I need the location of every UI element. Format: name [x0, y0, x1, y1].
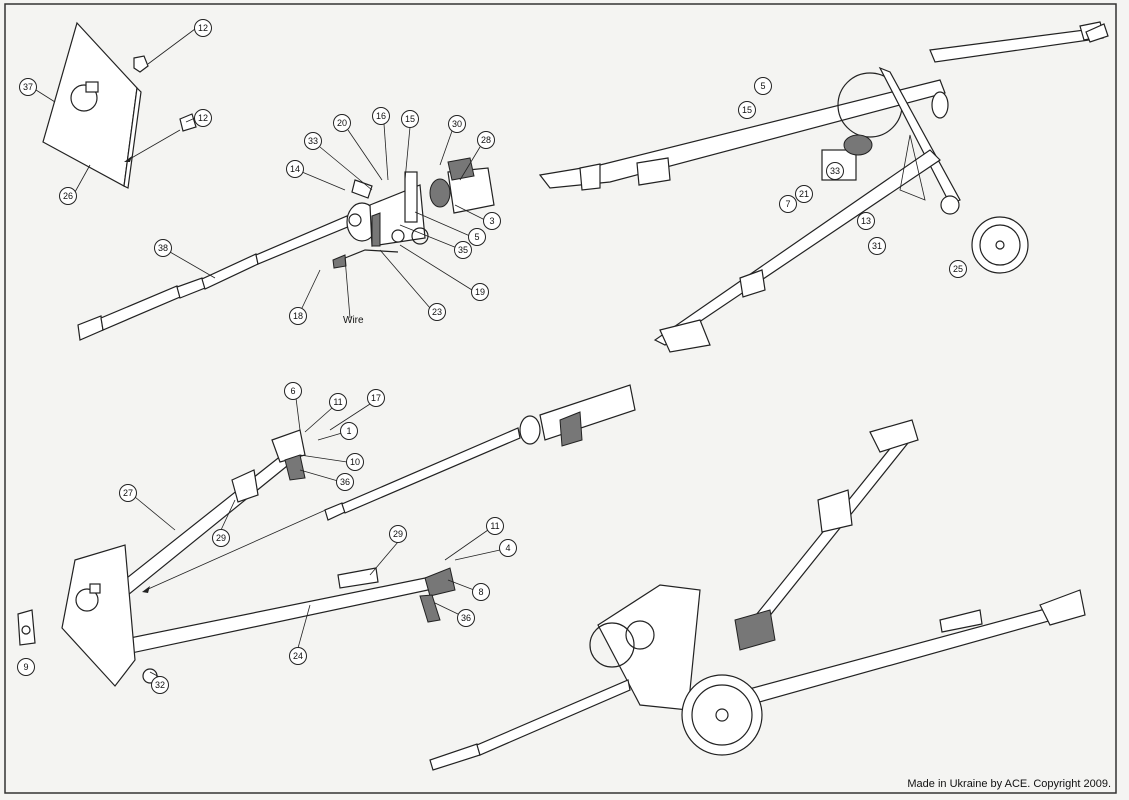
callout-26: 26 [59, 187, 77, 205]
callout-16: 16 [372, 107, 390, 125]
callout-36: 36 [336, 473, 354, 491]
callout-3: 3 [483, 212, 501, 230]
callout-15: 15 [738, 101, 756, 119]
callout-33: 33 [826, 162, 844, 180]
callout-37: 37 [19, 78, 37, 96]
callout-23: 23 [428, 303, 446, 321]
callout-36: 36 [457, 609, 475, 627]
leader-lines [35, 28, 486, 319]
callout-14: 14 [286, 160, 304, 178]
callout-20: 20 [333, 114, 351, 132]
callout-30: 30 [448, 115, 466, 133]
callout-28: 28 [477, 131, 495, 149]
callout-12: 12 [194, 109, 212, 127]
callout-9: 9 [17, 658, 35, 676]
callout-5: 5 [468, 228, 486, 246]
callout-21: 21 [795, 185, 813, 203]
callout-5: 5 [754, 77, 772, 95]
callout-24: 24 [289, 647, 307, 665]
shield-part [42, 21, 142, 189]
barrel-subassembly [324, 384, 636, 521]
callout-32: 32 [151, 676, 169, 694]
callout-10: 10 [346, 453, 364, 471]
callout-35: 35 [454, 241, 472, 259]
callout-6: 6 [284, 382, 302, 400]
callout-15: 15 [401, 110, 419, 128]
callout-29: 29 [212, 529, 230, 547]
sheet-border [4, 3, 1117, 794]
callout-12: 12 [194, 19, 212, 37]
callout-33: 33 [304, 132, 322, 150]
wire-label: Wire [343, 315, 364, 326]
callout-11: 11 [486, 517, 504, 535]
callout-8: 8 [472, 583, 490, 601]
callout-13: 13 [857, 212, 875, 230]
callout-27: 27 [119, 484, 137, 502]
callout-29: 29 [389, 525, 407, 543]
barrel-part [77, 202, 378, 341]
callout-17: 17 [367, 389, 385, 407]
callout-18: 18 [289, 307, 307, 325]
callout-19: 19 [471, 283, 489, 301]
callout-1: 1 [340, 422, 358, 440]
callout-31: 31 [868, 237, 886, 255]
callout-25: 25 [949, 260, 967, 278]
breech-mechanism-part [332, 157, 495, 269]
rear-view-gun [538, 21, 1105, 353]
leader-lines-3 [134, 397, 501, 681]
shield-clip-part [124, 55, 197, 162]
top-right-barrel [1085, 23, 1109, 43]
completed-gun [429, 419, 1086, 771]
callout-7: 7 [779, 195, 797, 213]
carriage-part [17, 429, 456, 687]
callout-11: 11 [329, 393, 347, 411]
copyright-footer: Made in Ukraine by ACE. Copyright 2009. [907, 778, 1111, 790]
callout-38: 38 [154, 239, 172, 257]
callout-4: 4 [499, 539, 517, 557]
